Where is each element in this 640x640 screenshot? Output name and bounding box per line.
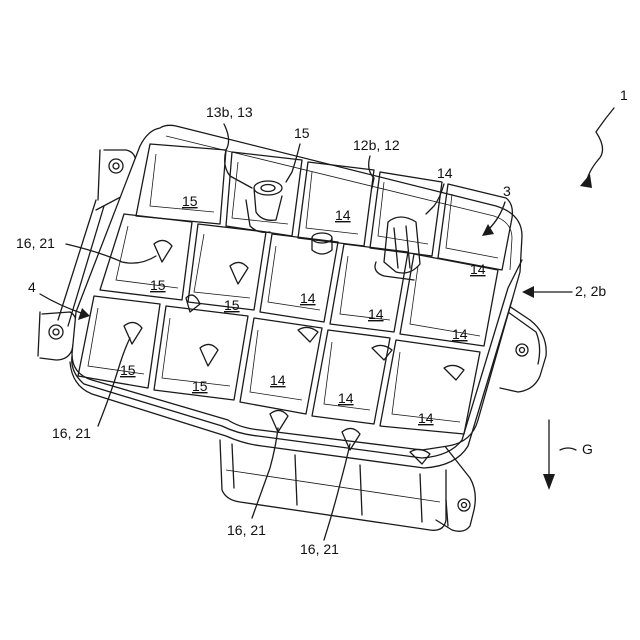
cell-label-r3c4: 14: [338, 390, 354, 406]
cell-label-r2c5: 14: [452, 326, 468, 342]
leader-16-21-d: [324, 444, 350, 540]
ref-label-13b-13: 13b, 13: [206, 104, 253, 120]
cell-label-r3c5: 14: [418, 410, 434, 426]
ref-label-16-21-a: 16, 21: [16, 235, 55, 251]
ref-label-2-2b: 2, 2b: [575, 283, 606, 299]
cell-label-r2c1: 15: [150, 277, 166, 293]
tray-rim: [70, 125, 522, 468]
cell-label-r2c3: 14: [300, 290, 316, 306]
cell-label-r1c5: 14: [470, 261, 486, 277]
cell-label-r3c2: 15: [192, 378, 208, 394]
cell-label-r2c2: 15: [224, 297, 240, 313]
ref-label-4: 4: [28, 279, 36, 295]
cell-label-r3c1: 15: [120, 362, 136, 378]
arrow-2: [522, 286, 534, 298]
ref-label-16-21-c: 16, 21: [227, 522, 266, 538]
ref-label-1: 1: [620, 87, 628, 103]
arrow-1: [580, 174, 592, 188]
gravity-arrow: [543, 420, 576, 490]
leader-1: [586, 108, 614, 184]
cell-label-r3c3: 14: [270, 372, 286, 388]
cell-label-r1c3: 14: [335, 207, 351, 223]
ref-label-G: G: [582, 441, 593, 457]
cell-label-r2c4: 14: [368, 306, 384, 322]
ref-label-15-top: 15: [294, 125, 310, 141]
cell-label-r1c1: 15: [182, 193, 198, 209]
ref-label-3: 3: [503, 183, 511, 199]
ref-label-14-top: 14: [437, 165, 453, 181]
ref-label-16-21-b: 16, 21: [52, 425, 91, 441]
ref-label-16-21-d: 16, 21: [300, 541, 339, 557]
ref-label-12b-12: 12b, 12: [353, 137, 400, 153]
